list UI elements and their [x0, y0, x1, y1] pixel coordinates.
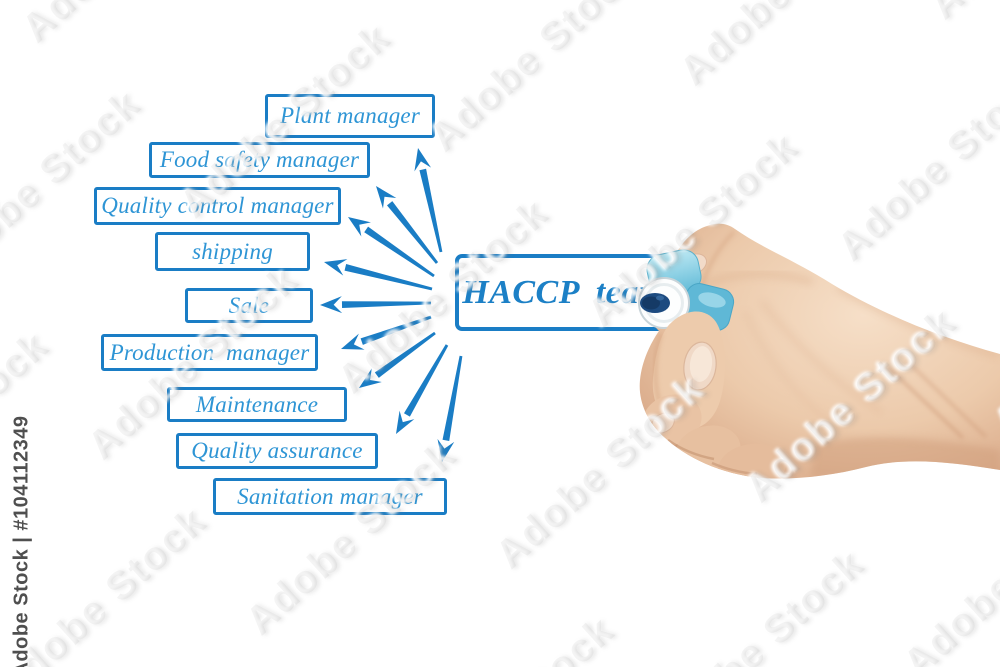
arrow-shaft — [419, 168, 443, 253]
marker-pen — [638, 249, 735, 331]
diagram-node: Quality assurance — [176, 433, 378, 469]
hand-silhouette — [639, 223, 1000, 479]
arrow-head — [320, 296, 343, 314]
arrow-head — [341, 333, 365, 350]
arrow-shaft — [341, 301, 432, 309]
diagram-node: Food safety manager — [149, 142, 370, 178]
marker-tip-highlight — [656, 295, 664, 301]
marker-tip-core — [642, 296, 660, 310]
marker-body-highlight — [698, 292, 726, 308]
diagram-node: Plant manager — [265, 94, 435, 138]
arrow-head — [376, 186, 397, 209]
diagram-node: Quality control manager — [94, 187, 341, 225]
arrow-head — [324, 259, 348, 276]
arrow-shaft — [344, 264, 433, 291]
arrow-shaft — [442, 355, 463, 441]
arrow-head — [437, 438, 455, 462]
thumb — [652, 311, 725, 430]
arrow-shaft — [360, 315, 432, 345]
diagram-node: Sale — [185, 288, 313, 323]
thumb-nail-highlight — [689, 346, 713, 382]
diagram-node: Production manager — [101, 334, 318, 371]
diagram-node: Maintenance — [167, 387, 347, 422]
arrow-head — [414, 148, 432, 172]
arrow-shaft — [374, 331, 436, 378]
arrow-head — [348, 217, 371, 237]
arrow-head — [359, 368, 382, 388]
diagram-node: shipping — [155, 232, 310, 271]
diagram-node: Sanitation manager — [213, 478, 447, 515]
hand-and-forearm — [639, 223, 1000, 479]
arrow-head — [396, 410, 415, 434]
arrow-shaft — [386, 201, 439, 264]
arrow-shaft — [403, 344, 449, 417]
arrow-shaft — [364, 226, 435, 278]
